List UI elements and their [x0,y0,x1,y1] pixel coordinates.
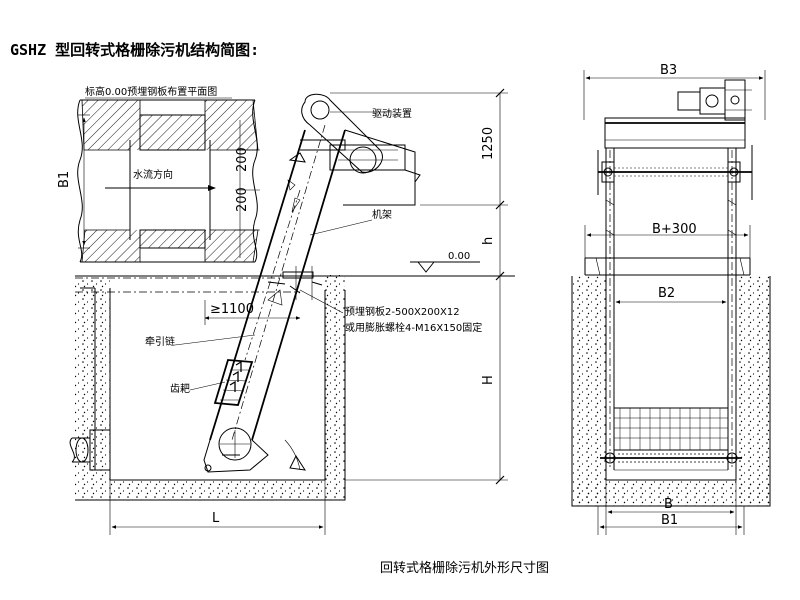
plate-label-2: 或用膨胀螺栓4-M16X150固定 [345,321,482,334]
rake-label: 齿耙 [170,383,190,395]
plan-view: 水流方向 标高0.00预埋钢板布置平面图 B1 200 200 [57,85,260,263]
horizontal-dimensions: ≥1100 L [109,300,326,535]
plan-view-label: 标高0.00预埋钢板布置平面图 [85,85,217,98]
front-view: B3 B+300 [571,63,771,535]
plate-label-1: 预埋钢板2-500X200X12 [345,305,460,318]
vertical-dimensions: 1250 h H [330,88,508,485]
drawing-caption: 回转式格栅除污机外形尺寸图 [380,560,549,576]
drive-unit: 驱动装置 [288,93,421,206]
inclined-frame [203,124,346,473]
dim-200-lower: 200 [235,187,250,212]
flow-direction-label: 水流方向 [133,168,173,181]
dim-b: B [664,497,673,512]
dim-200-upper: 200 [235,147,250,172]
drive-unit-label: 驱动装置 [372,107,412,120]
dim-l: L [212,511,220,526]
chain-label: 牵引链 [145,335,175,348]
dim-h-small: h [481,237,496,245]
dim-1250: 1250 [481,127,496,160]
dim-b1-front: B1 [661,513,678,528]
dim-h-big: H [481,375,496,385]
side-view: 水流方向 标高0.00预埋钢板布置平面图 B1 200 200 [57,85,515,535]
motor [677,79,752,121]
dim-b2: B2 [658,286,675,301]
dim-b1-side: B1 [57,171,72,188]
dim-1100: ≥1100 [210,302,254,317]
frame-label: 机架 [372,208,392,221]
drawing-title: GSHZ 型回转式格栅除污机结构简图: [10,41,259,59]
dim-b-plus-300: B+300 [652,222,697,237]
elevation-label: 0.00 [448,251,470,262]
channel-section: 0.00 [69,251,515,501]
dim-b3: B3 [660,63,677,78]
